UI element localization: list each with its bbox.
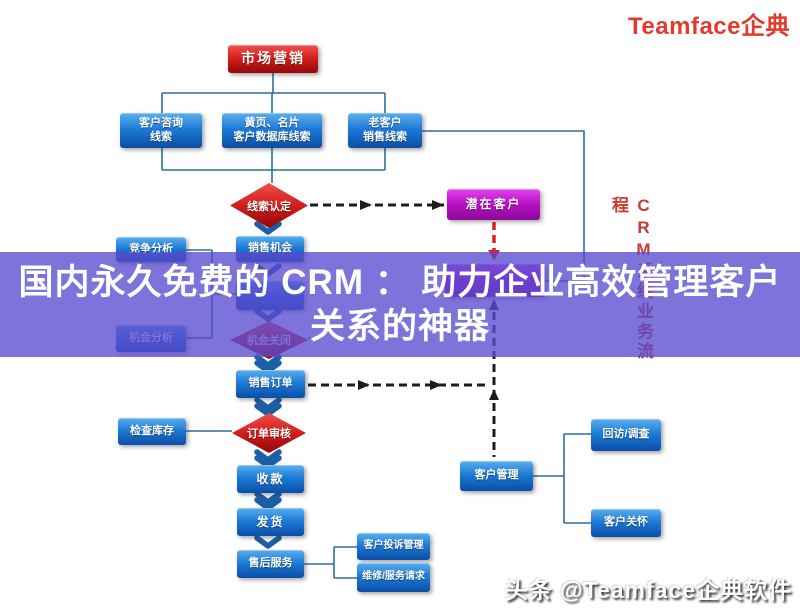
node-after-sales: 售后服务 [237, 550, 304, 578]
brand-logo: Teamface企典 [628, 13, 790, 40]
node-lead-oldcustomer: 老客户 销售线索 [348, 113, 422, 148]
node-service-request: 维修/服务请求 [357, 563, 430, 592]
node-potential-customer: 潜在客户 [447, 189, 540, 220]
node-lead-yellowpages: 黄页、名片 客户数据库线索 [222, 113, 322, 148]
title-line-1: 国内永久免费的 CRM ： 助力企业高效管理客户 [18, 262, 782, 302]
node-collect-payment: 收款 [237, 465, 304, 493]
node-marketing: 市场营销 [228, 45, 318, 73]
node-lead-inquiry: 客户咨询 线索 [120, 113, 202, 148]
node-check-inventory: 检查库存 [118, 418, 186, 445]
node-complaint-mgmt: 客户投诉管理 [357, 533, 430, 560]
title-line-2: 关系的神器 [309, 306, 490, 346]
node-customer-mgmt: 客户管理 [460, 461, 533, 491]
node-revisit-survey: 回访/调查 [591, 419, 661, 451]
node-ship-goods: 发货 [237, 508, 304, 536]
node-sales-order: 销售订单 [236, 370, 305, 398]
footer-credit: 头条 @Teamface企典软件 [504, 577, 792, 603]
title-banner: 国内永久免费的 CRM ： 助力企业高效管理客户 关系的神器 [0, 252, 800, 357]
node-customer-care: 客户关怀 [591, 509, 661, 537]
